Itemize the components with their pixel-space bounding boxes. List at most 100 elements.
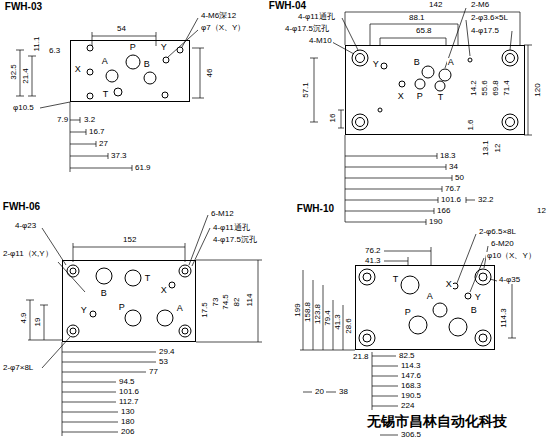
dimension-label: 2-φ7×8L (2, 364, 34, 372)
dimension-line (62, 422, 118, 423)
dimension-line (345, 167, 446, 168)
dimension-line (70, 120, 80, 121)
dimension-label: 79.4 (324, 309, 332, 327)
dimension-label: 38 (338, 388, 349, 396)
dimension-line (345, 211, 434, 212)
port-letter: Y (372, 60, 380, 69)
dimension-line (132, 165, 133, 171)
dimension-label: 69.8 (492, 79, 500, 97)
dimension-line (44, 305, 45, 340)
dimension-label: 152 (122, 236, 137, 244)
dimension-label: 224 (400, 402, 415, 410)
port-hole (363, 334, 371, 342)
watermark: 无锡市昌林自动化科技 (366, 414, 508, 428)
dimension-label: 88.1 (408, 14, 426, 22)
dimension-line (62, 392, 116, 393)
dimension-label: 82.5 (398, 352, 416, 360)
dimension-label: 4-φ17.5 (470, 27, 500, 35)
dimension-label: 4-M6深12 (200, 12, 237, 20)
port-hole (449, 318, 467, 336)
port-letter: B (470, 306, 478, 315)
dimension-line (92, 32, 93, 46)
dimension-label: 2-φ6.5×8L (478, 228, 517, 236)
dimension-line (452, 175, 453, 181)
dimension-line (345, 222, 426, 223)
port-letter: B (143, 60, 151, 69)
dimension-line (470, 258, 484, 292)
dimension-line (446, 38, 447, 45)
dimension-line (528, 45, 529, 135)
dimension-line (62, 402, 116, 403)
dimension-line (70, 102, 71, 172)
port-letter: Y (474, 293, 482, 302)
port-hole (479, 273, 487, 281)
dimension-line (372, 396, 398, 397)
port-letter: P (118, 303, 126, 312)
port-letter: Y (160, 43, 168, 52)
dimension-line (62, 432, 118, 433)
dimension-line (62, 362, 156, 363)
dimension-line (28, 56, 36, 57)
port-hole (125, 270, 141, 286)
dimension-line (258, 260, 259, 342)
port-hole (502, 50, 518, 66)
dimension-label: 55.6 (481, 79, 489, 97)
port-letter: B (413, 58, 421, 67)
dimension-line (458, 24, 459, 45)
dimension-line (466, 197, 467, 203)
dimension-line (380, 435, 398, 436)
port-hole (106, 70, 118, 82)
dimension-line (200, 48, 201, 98)
dimension-label: 6.3 (48, 47, 61, 55)
dimension-line (300, 350, 355, 351)
dimension-label: 4-φ17.5沉孔 (212, 236, 258, 244)
dimension-line (16, 50, 24, 51)
dimension-line (303, 392, 312, 393)
dimension-line (520, 12, 521, 45)
dimension-line (62, 372, 146, 373)
port-hole (435, 81, 445, 91)
dimension-line (466, 20, 470, 56)
dimension-label: 2-φ3.6×5L (470, 14, 509, 22)
dimension-line (384, 261, 408, 262)
dimension-label: 41.3 (334, 313, 342, 331)
port-hole (114, 88, 122, 96)
port-hole (465, 293, 471, 299)
port-hole (381, 63, 387, 69)
dimension-label: 46 (206, 68, 214, 79)
dimension-line (196, 260, 262, 261)
dimension-label: 77 (148, 368, 159, 376)
dimension-label: 20 (314, 388, 325, 396)
dimension-label: 101.6 (440, 196, 462, 204)
port-hole (506, 118, 515, 127)
dimension-line (345, 200, 438, 201)
dimension-label: 41.3 (364, 257, 382, 265)
dimension-line (345, 178, 452, 179)
dimension-line (20, 50, 21, 96)
dimension-label: φ10.5 (12, 104, 35, 112)
port-hole (475, 330, 491, 346)
port-letter: P (129, 43, 137, 52)
port-letter: T (392, 275, 400, 284)
port-hole (468, 58, 472, 62)
dimension-label: 2-M6 (470, 1, 490, 9)
dimension-line (40, 305, 48, 306)
dimension-line (445, 8, 466, 68)
dimension-label: 4-φ23 (14, 222, 37, 230)
port-hole (452, 283, 458, 289)
dimension-line (189, 215, 208, 265)
port-hole (475, 269, 491, 285)
valve-plate: FWH-10TXYAPB (355, 265, 495, 350)
dimension-line (168, 30, 198, 57)
port-hole (359, 330, 375, 346)
dimension-label: 94.5 (118, 378, 136, 386)
port-letter: A (101, 57, 109, 66)
dimension-label: 7.9 (56, 116, 69, 124)
dimension-line (457, 234, 476, 283)
dimension-line (345, 156, 437, 157)
dimension-line (370, 24, 458, 25)
valve-plate: FWH-06BTXYPA (62, 260, 196, 342)
dimension-label: 4.9 (20, 311, 28, 324)
dimension-line (466, 200, 475, 201)
